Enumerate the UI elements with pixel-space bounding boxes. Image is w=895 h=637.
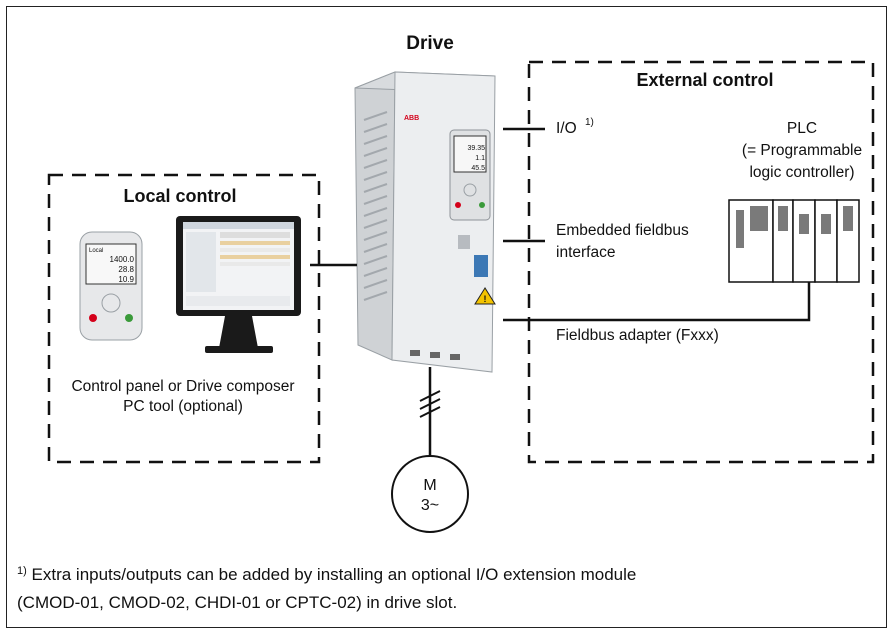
drive-panel-value-1: 39.35 — [467, 145, 485, 152]
plc-label-2: (= Programmable — [742, 142, 862, 159]
footnote-marker: 1) — [17, 565, 27, 577]
handset-panel-value-1: 1400.0 — [110, 255, 135, 264]
drive-unit: ABB 39.35 1.1 45.5 ! — [354, 71, 496, 373]
drive-panel-screen — [453, 135, 487, 173]
embedded-fieldbus-label-1: Embedded fieldbus — [556, 222, 689, 239]
external-control-title: External control — [636, 70, 773, 90]
fieldbus-adapter-line — [503, 282, 811, 322]
io-label: I/O — [556, 120, 577, 137]
external-control-box — [527, 60, 875, 464]
drive-panel-value-2: 1.1 — [475, 155, 485, 162]
plc-label-3: logic controller) — [749, 164, 854, 181]
footnote-line-2: (CMOD-01, CMOD-02, CHDI-01 or CPTC-02) i… — [17, 593, 458, 612]
fieldbus-adapter-label: Fieldbus adapter (Fxxx) — [556, 327, 719, 344]
plc-label-1: PLC — [787, 120, 817, 137]
motor-label-1: M — [423, 477, 436, 494]
local-control-box — [47, 173, 321, 464]
warning-icon — [474, 287, 496, 305]
motor-label-2: 3~ — [421, 497, 439, 514]
handset-panel-header: Local — [89, 248, 103, 254]
drive-title: Drive — [406, 33, 454, 54]
plc-module — [728, 199, 860, 283]
drive-panel-value-3: 45.5 — [471, 165, 485, 172]
footnote-line-1: 1) Extra inputs/outputs can be added by … — [17, 557, 877, 589]
footnote-text-1: Extra inputs/outputs can be added by ins… — [31, 565, 637, 584]
handset-panel-value-3: 10.9 — [118, 275, 134, 284]
embedded-fieldbus-label-2: interface — [556, 244, 615, 261]
local-caption-line-2: PC tool (optional) — [123, 398, 243, 415]
control-panel-handset: Local 1400.0 28.8 10.9 — [79, 231, 143, 341]
handset-panel-value-2: 28.8 — [118, 265, 134, 274]
svg-text:!: ! — [484, 294, 487, 304]
io-footnote-marker: 1) — [585, 117, 594, 128]
local-caption-line-1: Control panel or Drive composer — [71, 378, 294, 395]
pc-monitor — [176, 216, 301, 353]
local-control-title: Local control — [123, 186, 236, 206]
drive-brand-logo: ABB — [404, 115, 419, 122]
footnote: 1) Extra inputs/outputs can be added by … — [17, 557, 877, 617]
motor-symbol — [391, 455, 469, 533]
three-phase-marks — [419, 390, 441, 418]
